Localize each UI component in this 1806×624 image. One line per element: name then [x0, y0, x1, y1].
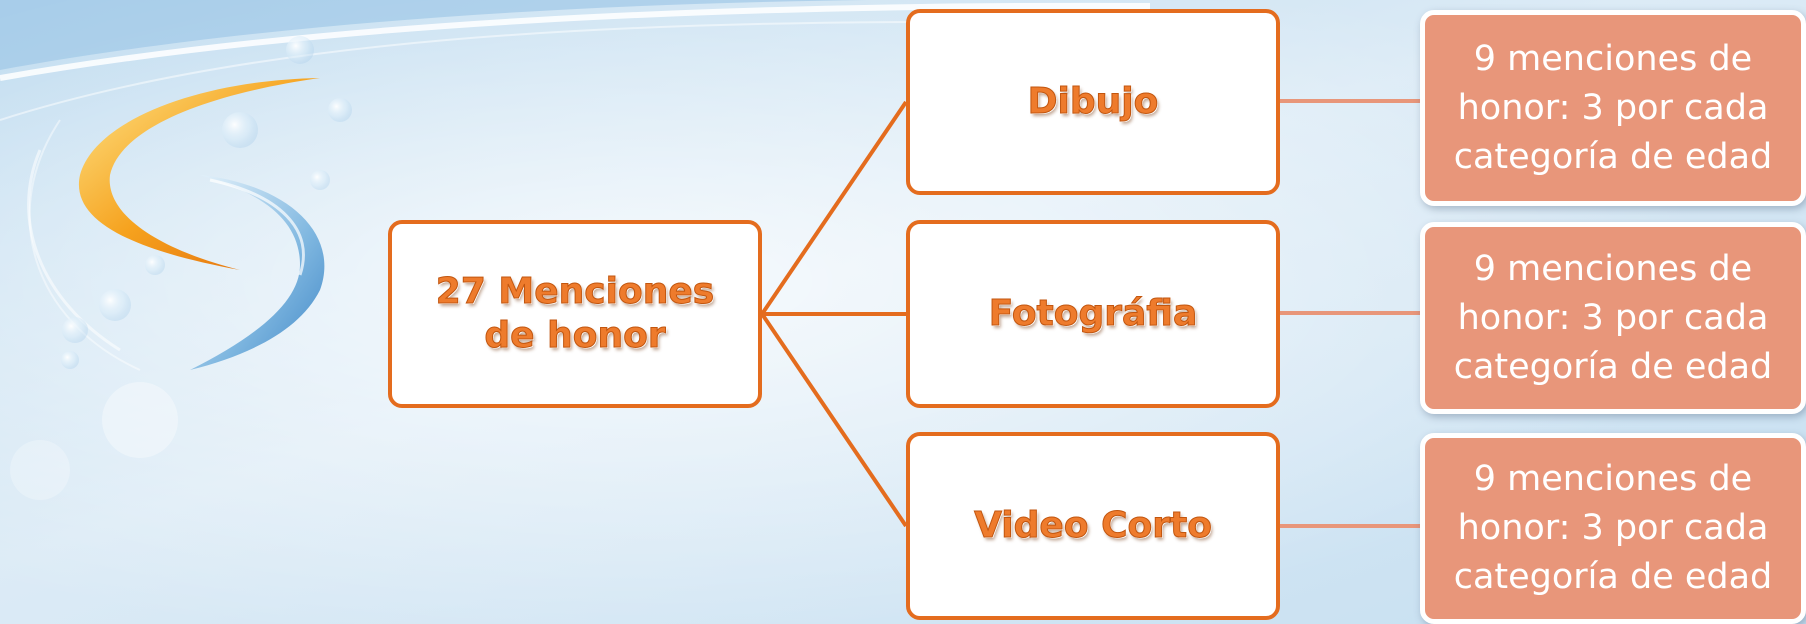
detail-text-dibujo: 9 menciones de honor: 3 por cada categor… — [1453, 38, 1773, 177]
category-label-video-corto: Video Corto — [974, 505, 1213, 547]
category-node-video-corto: Video Corto — [906, 432, 1280, 620]
root-node-label: 27 Menciones de honor — [435, 271, 715, 357]
detail-node-video-corto: 9 menciones de honor: 3 por cada categor… — [1420, 433, 1806, 624]
category-label-dibujo: Dibujo — [1027, 81, 1159, 123]
detail-text-fotografia: 9 menciones de honor: 3 por cada categor… — [1453, 248, 1773, 387]
category-label-fotografia: Fotográfia — [988, 293, 1198, 335]
detail-node-fotografia: 9 menciones de honor: 3 por cada categor… — [1420, 222, 1806, 414]
root-node: 27 Menciones de honor — [388, 220, 762, 408]
category-node-fotografia: Fotográfia — [906, 220, 1280, 408]
detail-text-video-corto: 9 menciones de honor: 3 por cada categor… — [1453, 459, 1773, 597]
detail-node-dibujo: 9 menciones de honor: 3 por cada categor… — [1420, 10, 1806, 206]
category-node-dibujo: Dibujo — [906, 9, 1280, 195]
